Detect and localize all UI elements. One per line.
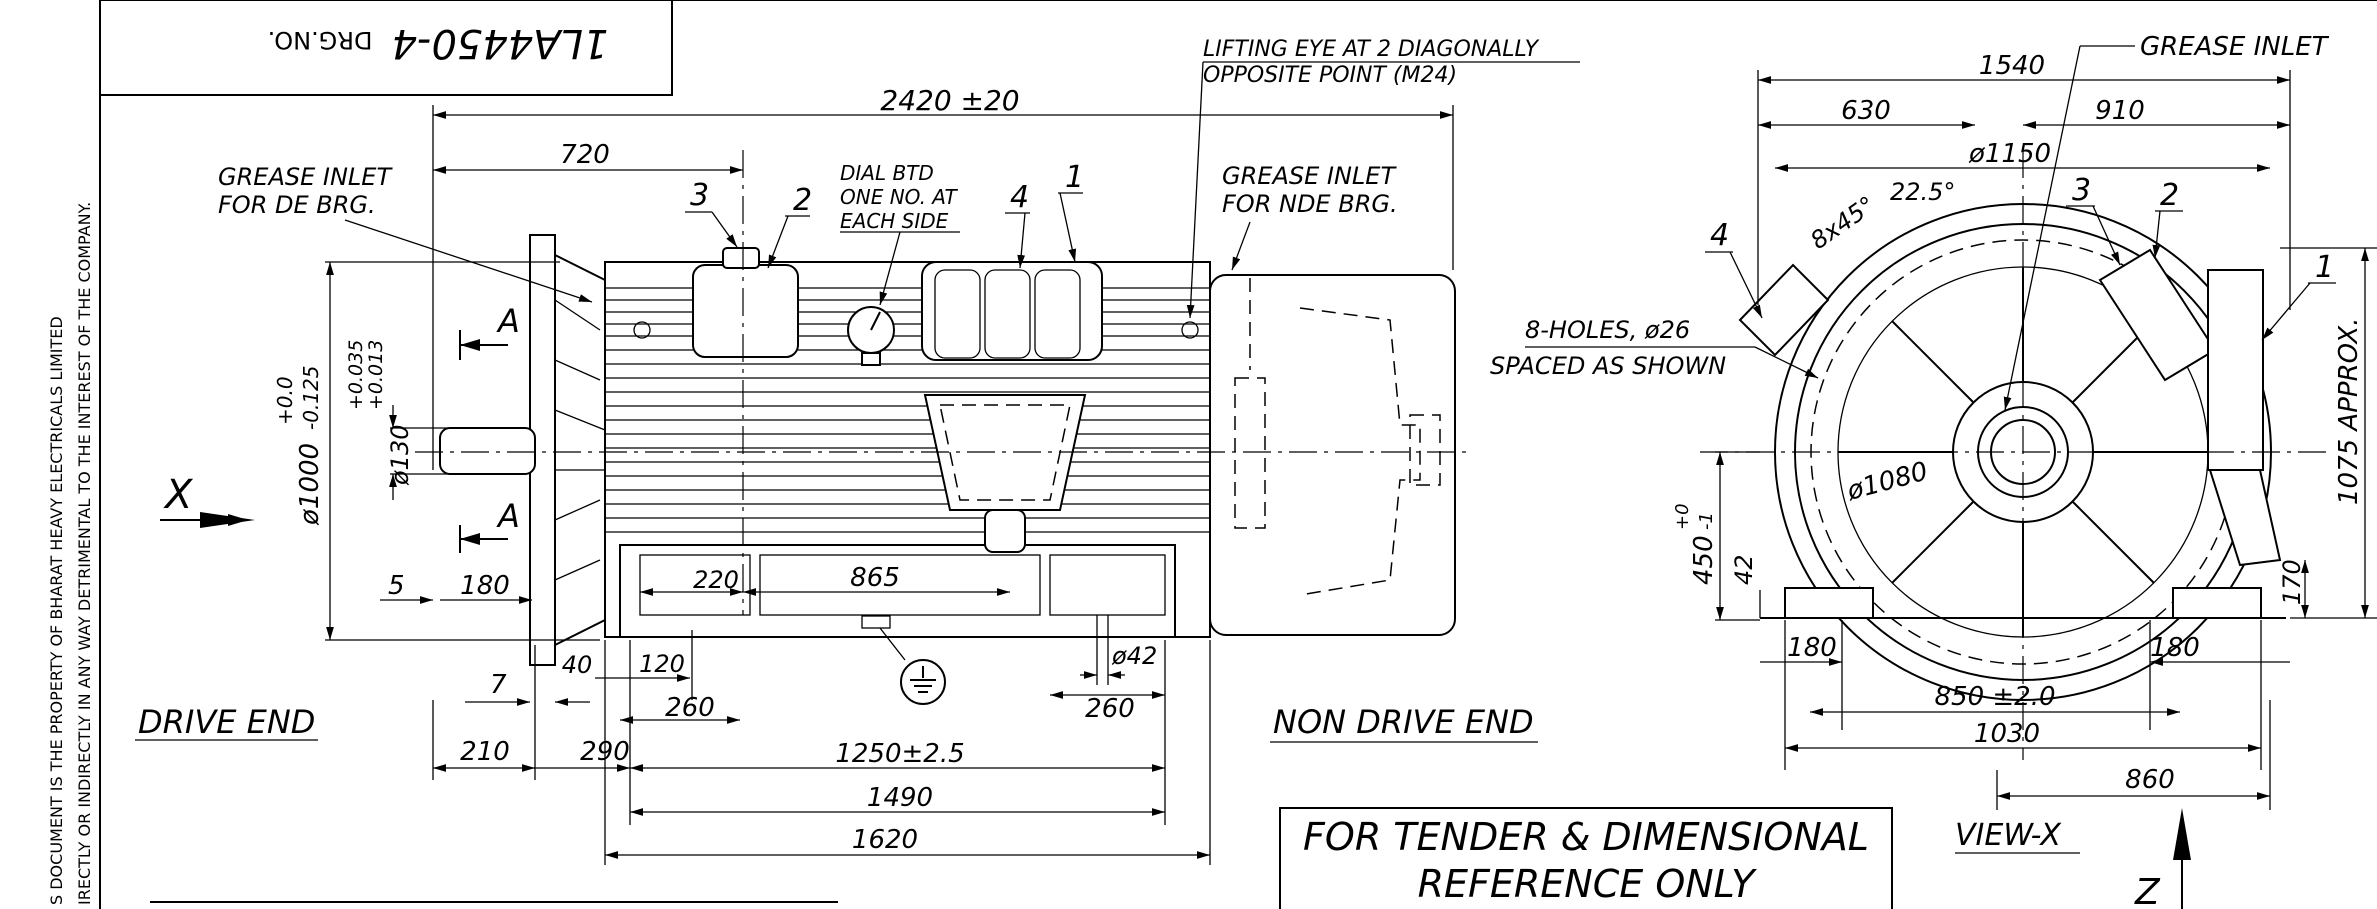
end-dim-dia-1150: ø1150 <box>1968 139 2051 169</box>
end-view-dimensions: 1540 630 910 ø1150 GREASE INLET 8x45° 22… <box>1490 32 2377 909</box>
label-non-drive-end: NON DRIVE END <box>1273 703 1534 741</box>
end-dim-450: 450 <box>1689 535 1719 585</box>
note-grease-nde-line1: GREASE INLET <box>1222 162 1397 190</box>
lifting-eye-nde <box>1181 321 1199 339</box>
dim-hole-42: ø42 <box>1111 642 1157 670</box>
drawing-number-block: DRG.NO. 1LA4450-4 <box>268 20 609 66</box>
dim-dia-130: ø130 <box>386 425 414 487</box>
note-dial-btd-line1: DIAL BTD <box>840 161 934 185</box>
tender-note-line2: REFERENCE ONLY <box>1418 862 1758 906</box>
end-note-grease-inlet: GREASE INLET <box>2140 32 2330 62</box>
foot-right <box>2172 587 2262 619</box>
item-2-label: 2 <box>793 183 812 218</box>
view-arrow-x: X <box>163 472 194 518</box>
dim-dia-1000: ø1000 <box>295 443 325 526</box>
end-dim-860: 860 <box>2125 765 2175 795</box>
end-dim-850: 850 ±2.0 <box>1934 682 2055 712</box>
dim-overall-length: 2420 ±20 <box>880 84 1019 117</box>
end-dim-910: 910 <box>2095 96 2145 126</box>
property-notice: S DOCUMENT IS THE PROPERTY OF BHARAT HEA… <box>47 202 94 905</box>
dim-1490: 1490 <box>867 783 933 813</box>
dim-120: 120 <box>639 650 685 678</box>
end-dim-1540: 1540 <box>1979 51 2045 81</box>
note-grease-de-line2: FOR DE BRG. <box>218 191 376 219</box>
end-item-3: 3 <box>2072 173 2091 208</box>
end-angle-8x45: 8x45° <box>1805 191 1880 255</box>
foot-left <box>1784 587 1874 619</box>
end-terminal-box <box>2207 269 2264 471</box>
dim-210: 210 <box>460 737 510 767</box>
terminal-box-aux <box>692 264 799 358</box>
dim-180: 180 <box>460 571 510 601</box>
end-view <box>1700 150 2330 760</box>
drawing-number-label: DRG.NO. <box>268 26 373 54</box>
section-a-bottom: A <box>496 497 520 535</box>
note-dial-btd-line3: EACH SIDE <box>840 209 949 233</box>
dim-1250: 1250±2.5 <box>835 739 964 769</box>
dim-7: 7 <box>490 670 507 700</box>
dim-220: 220 <box>693 566 739 594</box>
dim-260-right: 260 <box>1085 694 1135 724</box>
end-dim-630: 630 <box>1841 96 1891 126</box>
front-view <box>415 150 1470 666</box>
label-drive-end: DRIVE END <box>138 703 315 741</box>
note-lifting-eye-line2: OPPOSITE POINT (M24) <box>1203 63 1457 88</box>
end-angle-22-5: 22.5° <box>1890 178 1955 206</box>
note-lifting-eye-line1: LIFTING EYE AT 2 DIAGONALLY <box>1203 37 1540 62</box>
dim-5: 5 <box>388 571 405 601</box>
end-item-1: 1 <box>2315 250 2334 285</box>
dim-720: 720 <box>560 140 610 170</box>
end-note-holes-line2: SPACED AS SHOWN <box>1490 352 1726 380</box>
end-aux-box <box>1738 263 1830 357</box>
end-tol-450-lower: -1 <box>1696 512 1717 530</box>
shaft <box>439 427 536 475</box>
item-3-label: 3 <box>690 178 709 213</box>
drawing-border <box>99 0 2377 909</box>
end-dim-42: 42 <box>1730 554 1758 585</box>
end-dim-1075: 1075 APPROX. <box>2334 318 2364 505</box>
fan-cover <box>1209 274 1456 636</box>
tender-note-box: FOR TENDER & DIMENSIONAL REFERENCE ONLY <box>1279 807 1893 909</box>
dim-1620: 1620 <box>852 825 918 855</box>
front-view-dimensions: 2420 ±20 720 ø1000 +0.0 -0.125 ø130 +0.0… <box>135 37 1580 865</box>
item-4-label: 4 <box>1010 180 1029 215</box>
main-terminal-box <box>921 261 1103 361</box>
note-grease-nde-line2: FOR NDE BRG. <box>1222 190 1398 218</box>
end-dim-180-right: 180 <box>2150 633 2200 663</box>
drawing-number-value: 1LA4450-4 <box>392 20 609 66</box>
item-1-label: 1 <box>1065 160 1084 195</box>
end-item-2: 2 <box>2160 178 2179 213</box>
end-dim-180-left: 180 <box>1787 633 1837 663</box>
end-note-holes-line1: 8-HOLES, ø26 <box>1525 316 1690 344</box>
z-view-label: Z <box>2134 872 2161 909</box>
dim-260-left: 260 <box>665 693 715 723</box>
dim-40: 40 <box>562 651 593 679</box>
lifting-eye-de <box>633 321 651 339</box>
section-a-top: A <box>496 302 520 340</box>
earth-terminal <box>861 615 891 629</box>
dim-865: 865 <box>850 563 900 593</box>
end-dim-170: 170 <box>2278 559 2306 605</box>
note-grease-de-line1: GREASE INLET <box>218 163 393 191</box>
tender-note-line1: FOR TENDER & DIMENSIONAL <box>1303 815 1869 859</box>
tol-1000-upper: +0.0 <box>273 376 297 425</box>
end-dim-dia-1080: ø1080 <box>1843 457 1931 507</box>
tol-130-lower: +0.013 <box>365 340 387 410</box>
end-main-box <box>2098 248 2217 382</box>
property-notice-line2: IRECTLY OR INDIRECTLY IN ANY WAY DETRIME… <box>75 202 94 905</box>
end-view-label: VIEW-X <box>1955 818 2062 853</box>
end-dim-1030: 1030 <box>1974 719 2040 749</box>
tol-1000-lower: -0.125 <box>299 366 323 430</box>
property-notice-line1: S DOCUMENT IS THE PROPERTY OF BHARAT HEA… <box>47 316 66 905</box>
earth-symbol-icon <box>879 627 946 705</box>
end-tol-450-upper: +0 <box>1672 503 1693 530</box>
note-dial-btd-line2: ONE NO. AT <box>840 185 959 209</box>
tol-130-upper: +0.035 <box>345 340 367 410</box>
end-item-4: 4 <box>1710 218 1729 253</box>
